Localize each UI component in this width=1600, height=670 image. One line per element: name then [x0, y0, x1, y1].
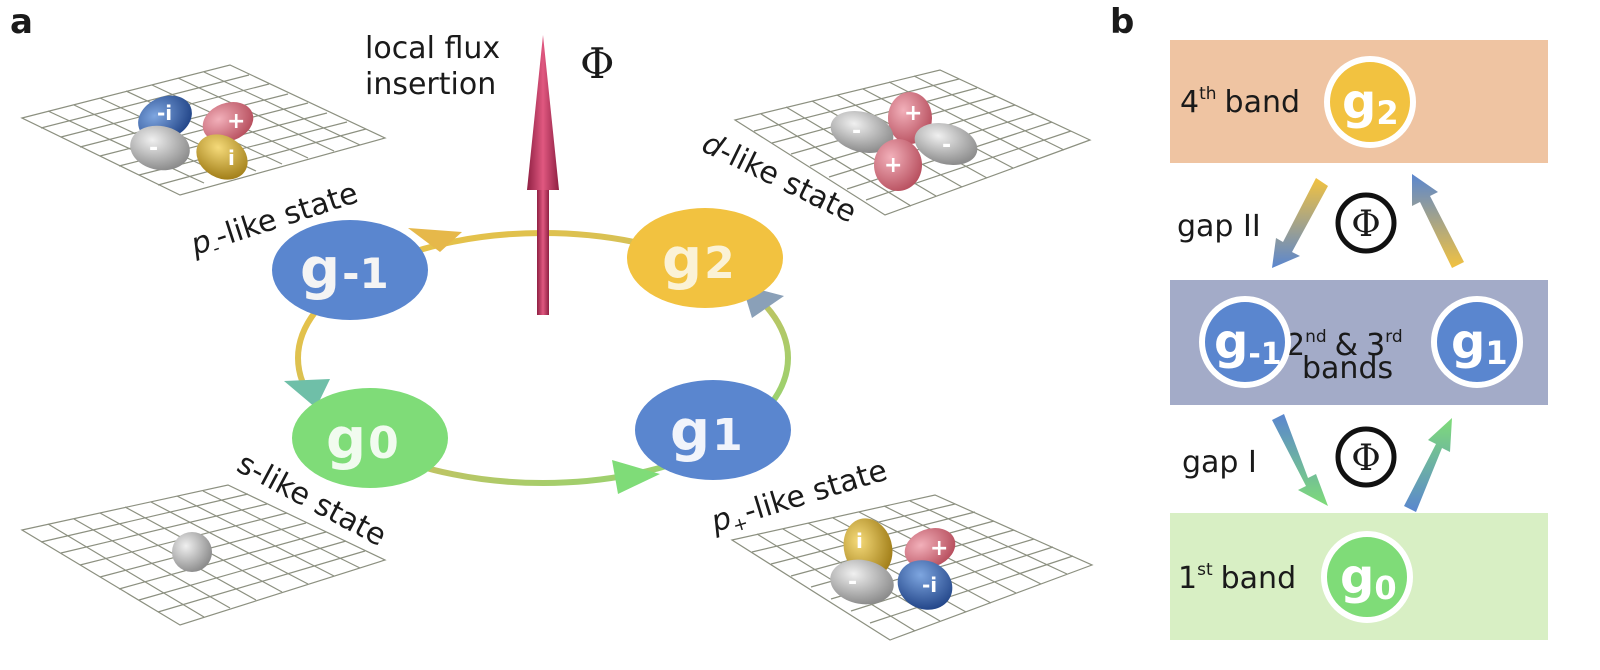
sign-label: +: [930, 536, 948, 561]
svg-text:g0: g0: [326, 407, 399, 472]
svg-text:g2: g2: [662, 227, 735, 292]
gap1-label: gap I: [1182, 445, 1257, 480]
sign-label: i: [228, 146, 235, 170]
panel-label-b: b: [1110, 2, 1135, 42]
orbital-p-plus: i + - -i: [830, 518, 956, 610]
sign-label: -: [149, 136, 158, 161]
flux-symbol: Φ: [580, 39, 614, 88]
sign-label: +: [904, 101, 922, 126]
ring-arrowhead: [408, 228, 462, 252]
svg-text:g-1: g-1: [300, 237, 389, 302]
sign-label: -i: [157, 101, 172, 125]
band-node-g1: g1: [1431, 296, 1523, 388]
svg-text:Φ: Φ: [1351, 204, 1381, 245]
ring-arrowhead: [612, 460, 660, 494]
node-g1: g1: [635, 380, 791, 480]
arrow-gap1-down: [1272, 414, 1328, 506]
arrow-gap2-down: [1272, 178, 1328, 268]
svg-text:Φ: Φ: [1351, 438, 1381, 479]
band-node-g0: g0: [1321, 531, 1413, 623]
gap2-label: gap II: [1177, 209, 1261, 244]
flux-label-line1: local flux: [365, 31, 500, 66]
node-g-minus1: g-1: [272, 220, 428, 320]
sign-label: +: [227, 109, 245, 134]
arrow-gap2-up: [1412, 174, 1464, 268]
svg-text:g-1: g-1: [1214, 314, 1282, 372]
sign-label: -i: [922, 573, 937, 597]
node-g2: g2: [627, 208, 783, 308]
sign-label: i: [856, 529, 863, 553]
band-node-g-minus1: g-1: [1199, 296, 1291, 388]
flux-arrow: [527, 35, 559, 315]
svg-text:g2: g2: [1342, 74, 1399, 132]
orbital-s: [172, 532, 212, 572]
sign-label: +: [884, 153, 902, 178]
flux-circle-gap1: Φ: [1335, 426, 1397, 488]
svg-text:g1: g1: [1451, 314, 1508, 372]
sign-label: -: [848, 570, 857, 595]
orbital-d: + - - +: [830, 92, 978, 191]
sign-label: -: [942, 133, 951, 158]
svg-text:g0: g0: [1340, 549, 1397, 607]
svg-text:g1: g1: [670, 399, 743, 464]
orbital-p-minus: -i + - i: [130, 95, 254, 180]
sign-label: -: [852, 119, 861, 144]
band-node-g2: g2: [1324, 56, 1416, 148]
arrow-gap1-up: [1404, 418, 1452, 512]
flux-label-line2: insertion: [365, 67, 496, 102]
panel-label-a: a: [10, 2, 33, 42]
band-second-third-label-line1: 2nd&3rd: [1286, 327, 1403, 363]
band-second-third-label-line2: bands: [1302, 351, 1393, 386]
flux-circle-gap2: Φ: [1335, 192, 1397, 254]
node-g0: g0: [292, 388, 448, 488]
